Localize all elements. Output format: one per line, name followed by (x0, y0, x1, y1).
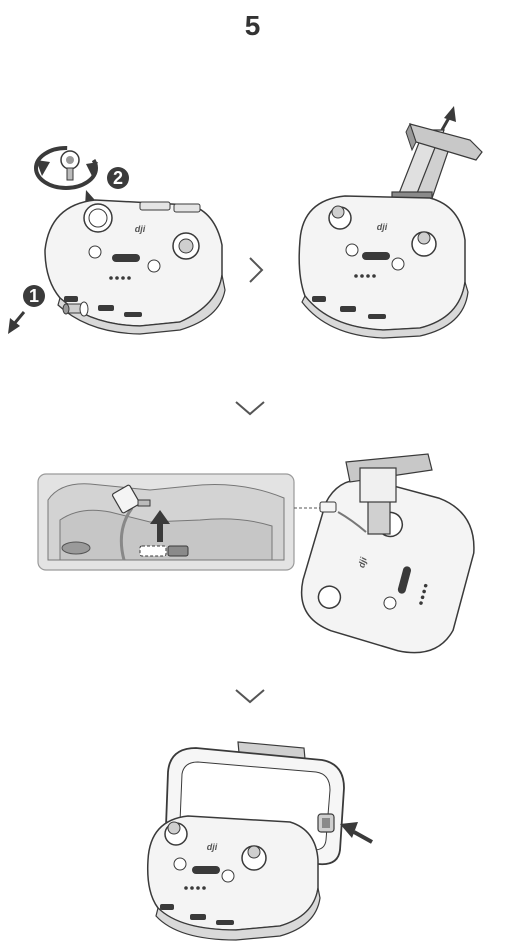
dji-logo: dji (135, 224, 146, 234)
mode-switch (112, 254, 140, 262)
pull-out-arrow-icon (8, 311, 26, 334)
battery-level-leds (109, 276, 131, 280)
phone-cable-connector (317, 813, 335, 833)
insert-arrow-icon (340, 822, 373, 844)
phone-holder-clamp (345, 453, 433, 535)
battery-level-leds (184, 886, 206, 890)
extend-arrow-icon (440, 106, 456, 131)
dji-logo: dji (356, 556, 369, 569)
battery-level-leds (354, 274, 376, 278)
lift-arrow-icon (150, 510, 170, 542)
remote-controller-body: dji (146, 815, 321, 941)
panel-remove-sticks: 2 dji (8, 146, 226, 335)
step-number: 5 (244, 10, 261, 41)
usb-cable-connector (111, 484, 151, 514)
right-control-stick (247, 845, 261, 859)
next-step-chevron-icon (249, 257, 264, 283)
removed-control-stick (62, 301, 89, 317)
panel-mount-phone: dji (146, 741, 373, 941)
dji-logo: dji (207, 842, 218, 852)
step-badge-1: 1 (23, 285, 45, 307)
svg-text:2: 2 (113, 168, 123, 188)
step-badge-2: 2 (107, 167, 129, 189)
left-control-stick (331, 205, 345, 219)
control-stick-top (60, 150, 80, 181)
right-control-stick (417, 231, 431, 245)
panel-remove-cable: dji (37, 453, 475, 654)
photo-button (147, 259, 161, 273)
dji-logo: dji (377, 222, 388, 232)
panel-extend-holder: dji (298, 106, 483, 339)
cable-slot (139, 545, 167, 557)
battery-level-leds (419, 583, 428, 605)
usb-cable-connector (319, 501, 367, 533)
left-control-stick (167, 821, 181, 835)
remote-controller-body: dji (44, 199, 226, 335)
fn-button (88, 245, 102, 259)
rotate-arrow-icon (34, 146, 98, 190)
next-step-chevron-icon (235, 401, 265, 416)
stick-socket (61, 541, 91, 555)
remote-controller-body: dji (300, 478, 475, 654)
remote-controller-body: dji (298, 195, 469, 339)
next-step-chevron-icon (235, 689, 265, 704)
svg-text:1: 1 (29, 286, 39, 306)
zoom-inset (37, 473, 295, 571)
